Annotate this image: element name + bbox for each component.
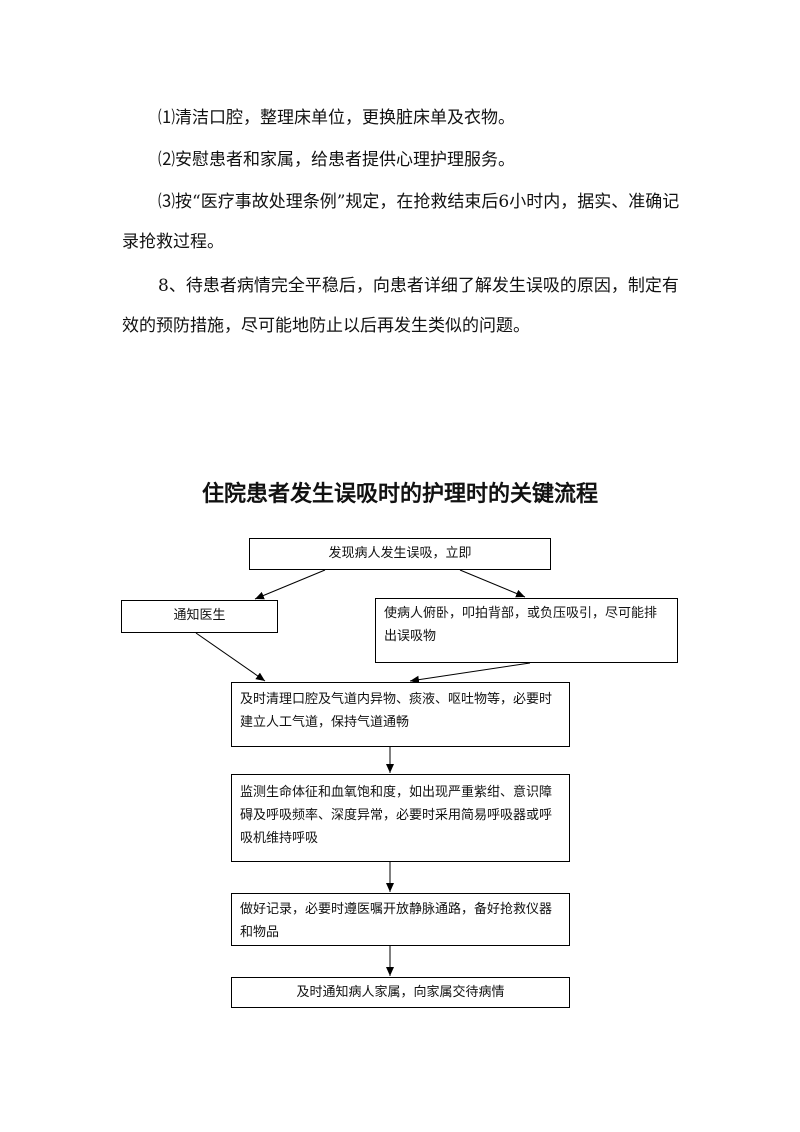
step-start: 发现病人发生误吸，立即 (249, 538, 551, 570)
paragraph-3: ⑶按“医疗事故处理条例”规定，在抢救结束后6小时内，据实、准确记录抢救过程。 (122, 192, 680, 252)
arrow-doctor-to-airway (195, 632, 266, 682)
paragraph-2: ⑵安慰患者和家属，给患者提供心理护理服务。 (158, 150, 515, 170)
arrow-start-to-position (459, 569, 526, 598)
step-clear-airway: 及时清理口腔及气道内异物、痰液、呕吐物等，必要时建立人工气道，保持气道通畅 (231, 682, 570, 747)
step-monitor-vitals: 监测生命体征和血氧饱和度，如出现严重紫绀、意识障碍及呼吸频率、深度异常，必要时采… (231, 774, 570, 862)
flowchart-title: 住院患者发生误吸时的护理时的关键流程 (201, 482, 598, 507)
paragraph-4: 8、待患者病情完全平稳后，向患者详细了解发生误吸的原因，制定有效的预防措施，尽可… (122, 276, 679, 336)
arrow-position-to-airway (409, 662, 531, 684)
step-notify-doctor: 通知医生 (121, 600, 278, 633)
arrow-start-to-doctor (254, 569, 326, 600)
step-record: 做好记录，必要时遵医嘱开放静脉通路，备好抢救仪器和物品 (231, 893, 570, 946)
step-notify-family: 及时通知病人家属，向家属交待病情 (231, 977, 570, 1008)
paragraph-1: ⑴清洁口腔，整理床单位，更换脏床单及衣物。 (158, 108, 515, 128)
step-position-patient: 使病人俯卧，叩拍背部，或负压吸引，尽可能排出误吸物 (375, 598, 678, 663)
